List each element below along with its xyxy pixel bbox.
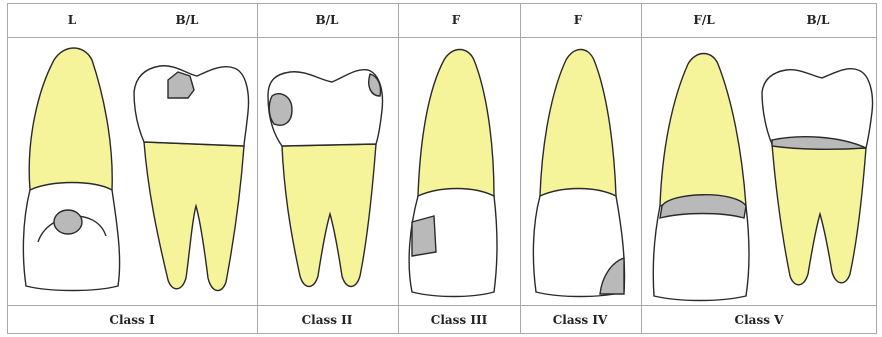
crown [762,69,872,148]
class-label-1: Class I [109,313,154,327]
view-label-class1-right: B/L [176,13,199,27]
root [772,144,866,285]
view-label-class2: B/L [316,13,339,27]
tooth-class2 [268,70,382,287]
tooth-class4 [533,50,624,297]
tooth-class5-incisor [653,54,749,301]
tooth-class3 [409,50,497,297]
root [29,48,112,190]
view-label-class5-left: F/L [693,13,714,27]
tooth-class5-premolar [762,69,872,285]
class-label-3: Class III [431,313,487,327]
class-label-4: Class IV [553,313,608,327]
caries [412,216,436,256]
crown [23,183,119,291]
class-label-2: Class II [302,313,353,327]
view-label-class5-right: B/L [807,13,830,27]
root [144,142,244,291]
root [418,50,494,197]
root [660,54,746,207]
tooth-class1-premolar [134,66,248,291]
class-label-5: Class V [735,313,784,327]
root [540,50,616,197]
caries [269,94,292,126]
view-label-class4: F [574,13,583,27]
caries [54,210,82,234]
crown [134,66,248,146]
tooth-class1-lingual [23,48,119,291]
view-label-class3: F [452,13,461,27]
root [282,144,376,287]
view-label-class1-left: L [68,13,76,27]
